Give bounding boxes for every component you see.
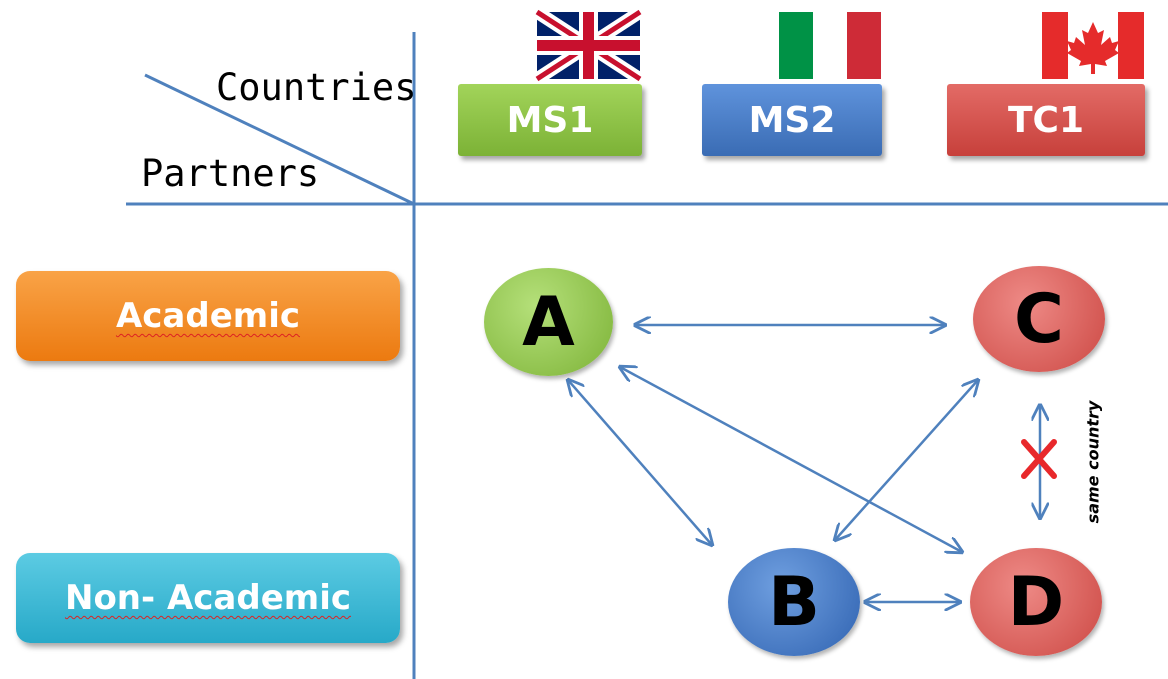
partner-label-academic: Academic: [115, 296, 301, 336]
partner-box-academic: Academic: [16, 271, 400, 361]
partner-label-non-academic: Non- Academic: [64, 578, 351, 618]
edge-a-d: [620, 367, 962, 552]
same-country-note: same country: [1073, 392, 1113, 532]
country-label-tc1: TC1: [1007, 99, 1085, 141]
country-box-ms2: MS2: [702, 84, 882, 156]
node-d: D: [970, 548, 1102, 656]
uk-flag-icon: [533, 6, 644, 85]
canada-flag-icon: [1042, 12, 1144, 79]
partners-axis-label: Partners: [141, 152, 320, 195]
node-b: B: [728, 548, 860, 656]
same-country-label: same country: [1083, 400, 1103, 524]
partner-box-non-academic: Non- Academic: [16, 553, 400, 643]
edge-b-c: [835, 380, 978, 540]
forbidden-x-icon: [1021, 439, 1057, 479]
node-a: A: [484, 268, 613, 376]
italy-flag-icon: [779, 12, 881, 79]
country-label-ms2: MS2: [748, 99, 836, 141]
country-box-ms1: MS1: [458, 84, 642, 156]
node-c: C: [973, 266, 1105, 372]
country-label-ms1: MS1: [506, 99, 594, 141]
countries-axis-label: Countries: [216, 66, 417, 109]
header-diagonal-line: [144, 73, 415, 206]
country-box-tc1: TC1: [947, 84, 1145, 156]
